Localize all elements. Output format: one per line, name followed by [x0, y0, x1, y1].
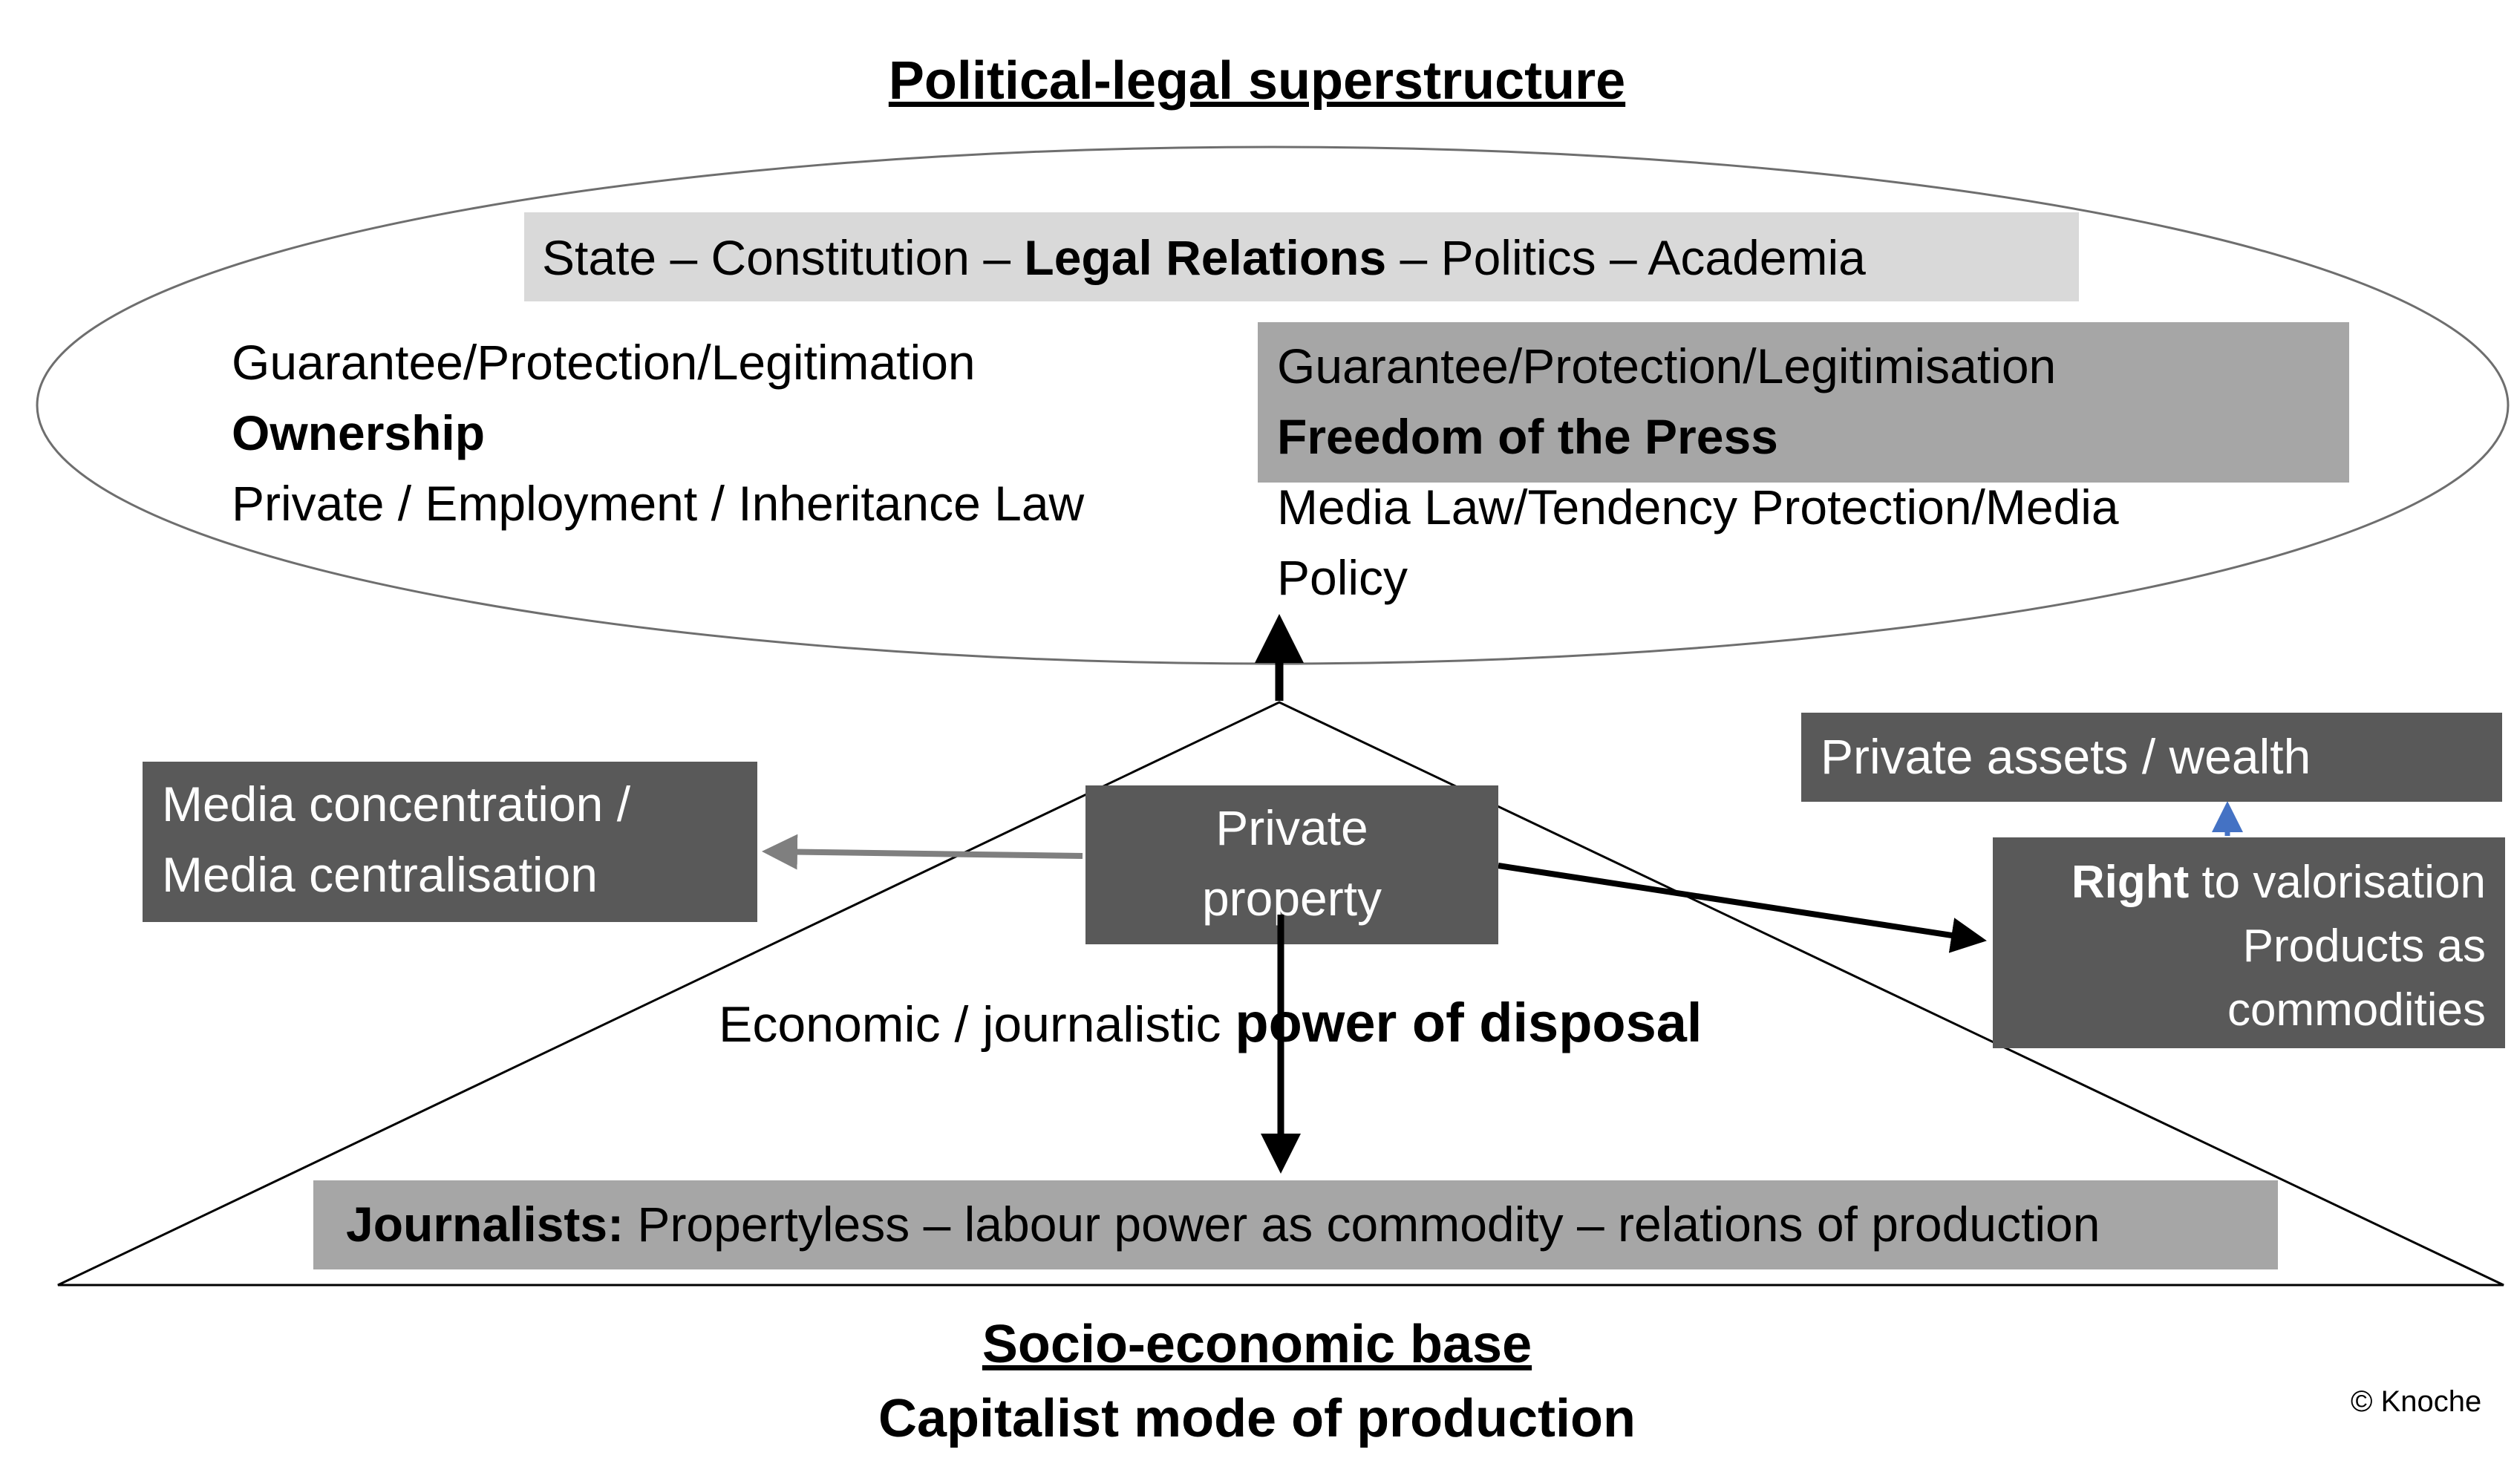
ownership-heading: Ownership [232, 405, 486, 460]
journalists-bar: Journalists: Propertyless – labour power… [313, 1180, 2278, 1269]
press-line1: Guarantee/Protection/Legitimisation [1277, 339, 2057, 393]
press-line3: Media Law/Tendency Protection/Media [1277, 480, 2119, 535]
private-property-line1: Private [1215, 800, 1368, 855]
valorisation-line2: Products as [2242, 921, 2486, 972]
valorisation-right: Right [2071, 857, 2190, 908]
superstructure-ellipse [36, 146, 2510, 665]
press-heading: Freedom of the Press [1277, 409, 1778, 464]
state-bar: State – Constitution – Legal Relations –… [524, 212, 2079, 301]
private-property-box: Private property [1085, 785, 1498, 944]
media-concentration-line1: Media concentration / [162, 777, 631, 831]
power-bold: power of disposal [1235, 992, 1702, 1053]
media-concentration-line2: Media centralisation [162, 847, 598, 902]
valorisation-line1: Right to valorisation [1993, 851, 2486, 915]
state-bar-text: State – Constitution – [542, 230, 1011, 285]
private-assets-box: Private assets / wealth [1801, 713, 2502, 802]
power-of-disposal: Economic / journalistic power of disposa… [719, 987, 1702, 1060]
concentration-arrow [762, 834, 1083, 870]
state-bar-legal-relations: Legal Relations [1024, 230, 1387, 285]
valorisation-rest: to valorisation [2189, 857, 2486, 908]
base-title: Socio-economic base [982, 1315, 1532, 1374]
ownership-line3: Private / Employment / Inheritance Law [232, 476, 1085, 531]
private-property-line2: property [1201, 871, 1382, 926]
journalists-text: Propertyless – labour power as commodity… [624, 1197, 2100, 1252]
ownership-line1: Guarantee/Protection/Legitimation [232, 335, 976, 390]
valorisation-line3: commodities [2227, 984, 2486, 1036]
valorisation-box: Right to valorisation Products as commod… [1993, 837, 2505, 1048]
base-triangle [57, 701, 2504, 1287]
press-freedom-box [1258, 322, 2349, 483]
media-concentration-box: Media concentration / Media centralisati… [143, 762, 757, 922]
press-line4: Policy [1277, 550, 1408, 605]
valorisation-arrow [1498, 863, 1987, 953]
journalists-label: Journalists: [346, 1197, 624, 1252]
base-subtitle: Capitalist mode of production [878, 1389, 1636, 1448]
press-freedom-block: Guarantee/Protection/Legitimisation Free… [1277, 331, 2119, 613]
copyright: © Knoche [2351, 1385, 2482, 1418]
state-bar-text-rest: – Politics – Academia [1400, 230, 1866, 285]
ownership-block: Guarantee/Protection/Legitimation Owners… [232, 327, 1084, 539]
power-normal: Economic / journalistic [719, 996, 1221, 1053]
superstructure-title: Political-legal superstructure [888, 51, 1626, 111]
